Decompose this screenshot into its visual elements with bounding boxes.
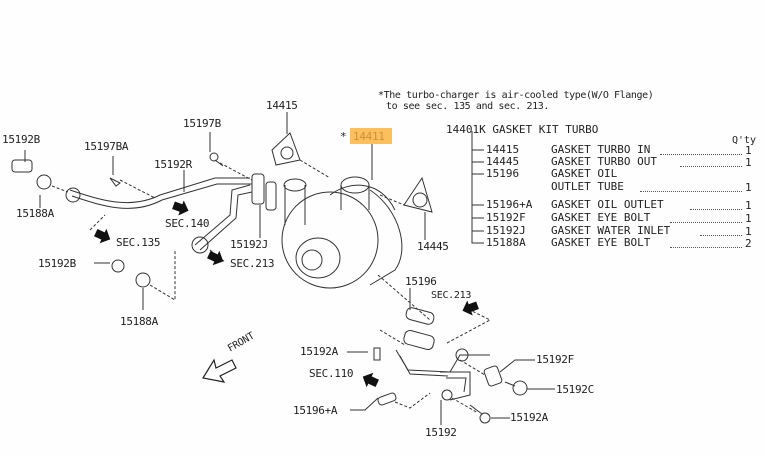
highlight-star: * bbox=[340, 130, 347, 143]
kit-item-qty: 2 bbox=[745, 237, 752, 250]
sec135-link[interactable]: SEC.135 bbox=[116, 236, 161, 249]
callout-15192[interactable]: 15192 bbox=[425, 426, 457, 439]
callout-14445[interactable]: 14445 bbox=[417, 240, 449, 253]
callout-15192A-right[interactable]: 15192A bbox=[510, 411, 548, 424]
callout-15192R[interactable]: 15192R bbox=[154, 158, 192, 171]
callout-15192A-left[interactable]: 15192A bbox=[300, 345, 338, 358]
leader-dots bbox=[690, 209, 742, 210]
sec135-arrow-icon bbox=[94, 228, 111, 244]
callout-15192F[interactable]: 15192F bbox=[536, 353, 574, 366]
callout-15197B[interactable]: 15197B bbox=[183, 117, 221, 130]
callout-15197BA[interactable]: 15197BA bbox=[84, 140, 129, 153]
oil-feed-pipe bbox=[69, 177, 250, 204]
callout-15192B-bottom[interactable]: 15192B bbox=[38, 257, 76, 270]
gasket-15188A-bottom bbox=[135, 272, 151, 288]
callout-15192J[interactable]: 15192J bbox=[230, 238, 268, 251]
leader-dots bbox=[660, 154, 742, 155]
kit-item-qty: 1 bbox=[745, 144, 752, 157]
callout-15196A[interactable]: 15196+A bbox=[293, 404, 338, 417]
highlighted-part-number: 14411 bbox=[353, 130, 385, 143]
front-arrow-icon bbox=[202, 358, 237, 383]
kit-item-qty: 1 bbox=[745, 199, 752, 212]
gasket-15196A bbox=[377, 392, 397, 406]
kit-item-qty: 1 bbox=[745, 156, 752, 169]
note-text: *The turbo-charger is air-cooled type(W/… bbox=[378, 90, 654, 112]
kit-item-qty: 1 bbox=[745, 212, 752, 225]
leader-dots bbox=[640, 191, 742, 192]
sec110-arrow-icon bbox=[362, 372, 379, 388]
gasket-15188A-top bbox=[36, 174, 52, 190]
gasket-14445 bbox=[403, 176, 433, 213]
gasket-14415 bbox=[271, 132, 301, 166]
kit-title: 14401K GASKET KIT TURBO bbox=[446, 123, 599, 136]
eye-bolt-15192F bbox=[483, 365, 503, 387]
gasket-15196 bbox=[405, 307, 435, 325]
callout-15188A-top[interactable]: 15188A bbox=[16, 207, 54, 220]
callout-15192C[interactable]: 15192C bbox=[556, 383, 594, 396]
eye-bolt-15192B-top bbox=[11, 159, 33, 173]
sec110-link[interactable]: SEC.110 bbox=[309, 367, 354, 380]
sec140-arrow-icon bbox=[172, 200, 189, 216]
sec213-left-link[interactable]: SEC.213 bbox=[230, 257, 275, 270]
sec140-link[interactable]: SEC.140 bbox=[165, 217, 210, 230]
sec213-right-arrow-icon bbox=[462, 300, 479, 316]
sec213-right-link[interactable]: SEC.213 bbox=[431, 290, 472, 301]
kit-item-qty: 1 bbox=[745, 225, 752, 238]
sec213-left-arrow-icon bbox=[207, 250, 224, 266]
turbo-housing bbox=[281, 191, 379, 289]
highlighted-part-14411[interactable]: 14411 bbox=[350, 128, 392, 144]
eye-bolt-15192B-bottom bbox=[111, 259, 125, 273]
callout-15192B-top[interactable]: 15192B bbox=[2, 133, 40, 146]
callout-14415[interactable]: 14415 bbox=[266, 99, 298, 112]
kit-item-qty: 1 bbox=[745, 181, 752, 194]
leader-dots bbox=[680, 166, 742, 167]
kit-item-continued: OUTLET TUBE bbox=[551, 180, 624, 193]
qty-header: Q'ty bbox=[732, 135, 757, 146]
leader-dots bbox=[700, 235, 742, 236]
callout-15196[interactable]: 15196 bbox=[405, 275, 437, 288]
callout-15188A-bottom[interactable]: 15188A bbox=[120, 315, 158, 328]
leader-dots bbox=[670, 222, 742, 223]
leader-dots bbox=[670, 247, 742, 248]
